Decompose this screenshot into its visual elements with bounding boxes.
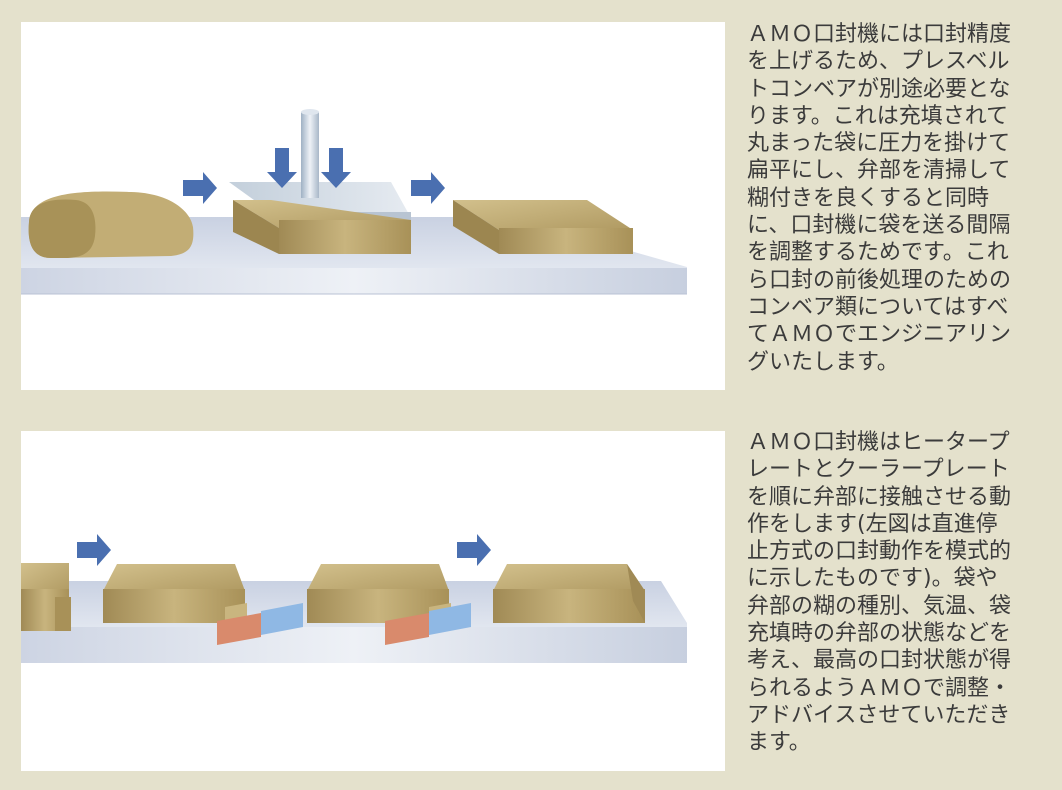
heater-plate <box>217 613 261 645</box>
sealing-operation-diagram <box>21 534 687 663</box>
bag-being-pressed <box>233 200 411 254</box>
sealing-operation-illustration <box>21 431 725 771</box>
press-conveyor-diagram <box>21 109 687 295</box>
heater-plate <box>385 613 429 645</box>
cooler-plate <box>261 603 303 635</box>
down-arrow-icon <box>321 148 351 188</box>
right-arrow-icon <box>411 172 445 204</box>
right-arrow-icon <box>77 534 111 566</box>
right-arrow-icon <box>183 172 217 204</box>
down-arrow-icon <box>267 148 297 188</box>
bag-partial <box>21 563 71 631</box>
sealed-bag <box>493 564 645 623</box>
heater-cooler-plates <box>217 603 303 645</box>
right-arrow-icon <box>457 534 491 566</box>
heater-cooler-plates <box>385 603 471 645</box>
flattened-bag <box>453 200 633 254</box>
press-conveyor-description: ＡＭＯ口封機には口封精度 を上げるため、プレスベル トコンベアが別途必要とな り… <box>747 22 1012 375</box>
press-conveyor-illustration <box>21 22 725 390</box>
cooler-plate <box>429 603 471 635</box>
filled-bag-rounded <box>28 191 194 258</box>
bag-at-heater-station <box>103 564 247 623</box>
sealing-operation-description: ＡＭＯ口封機はヒータープ レートとクーラープレート を順に弁部に接触させる動 作… <box>747 430 1012 756</box>
